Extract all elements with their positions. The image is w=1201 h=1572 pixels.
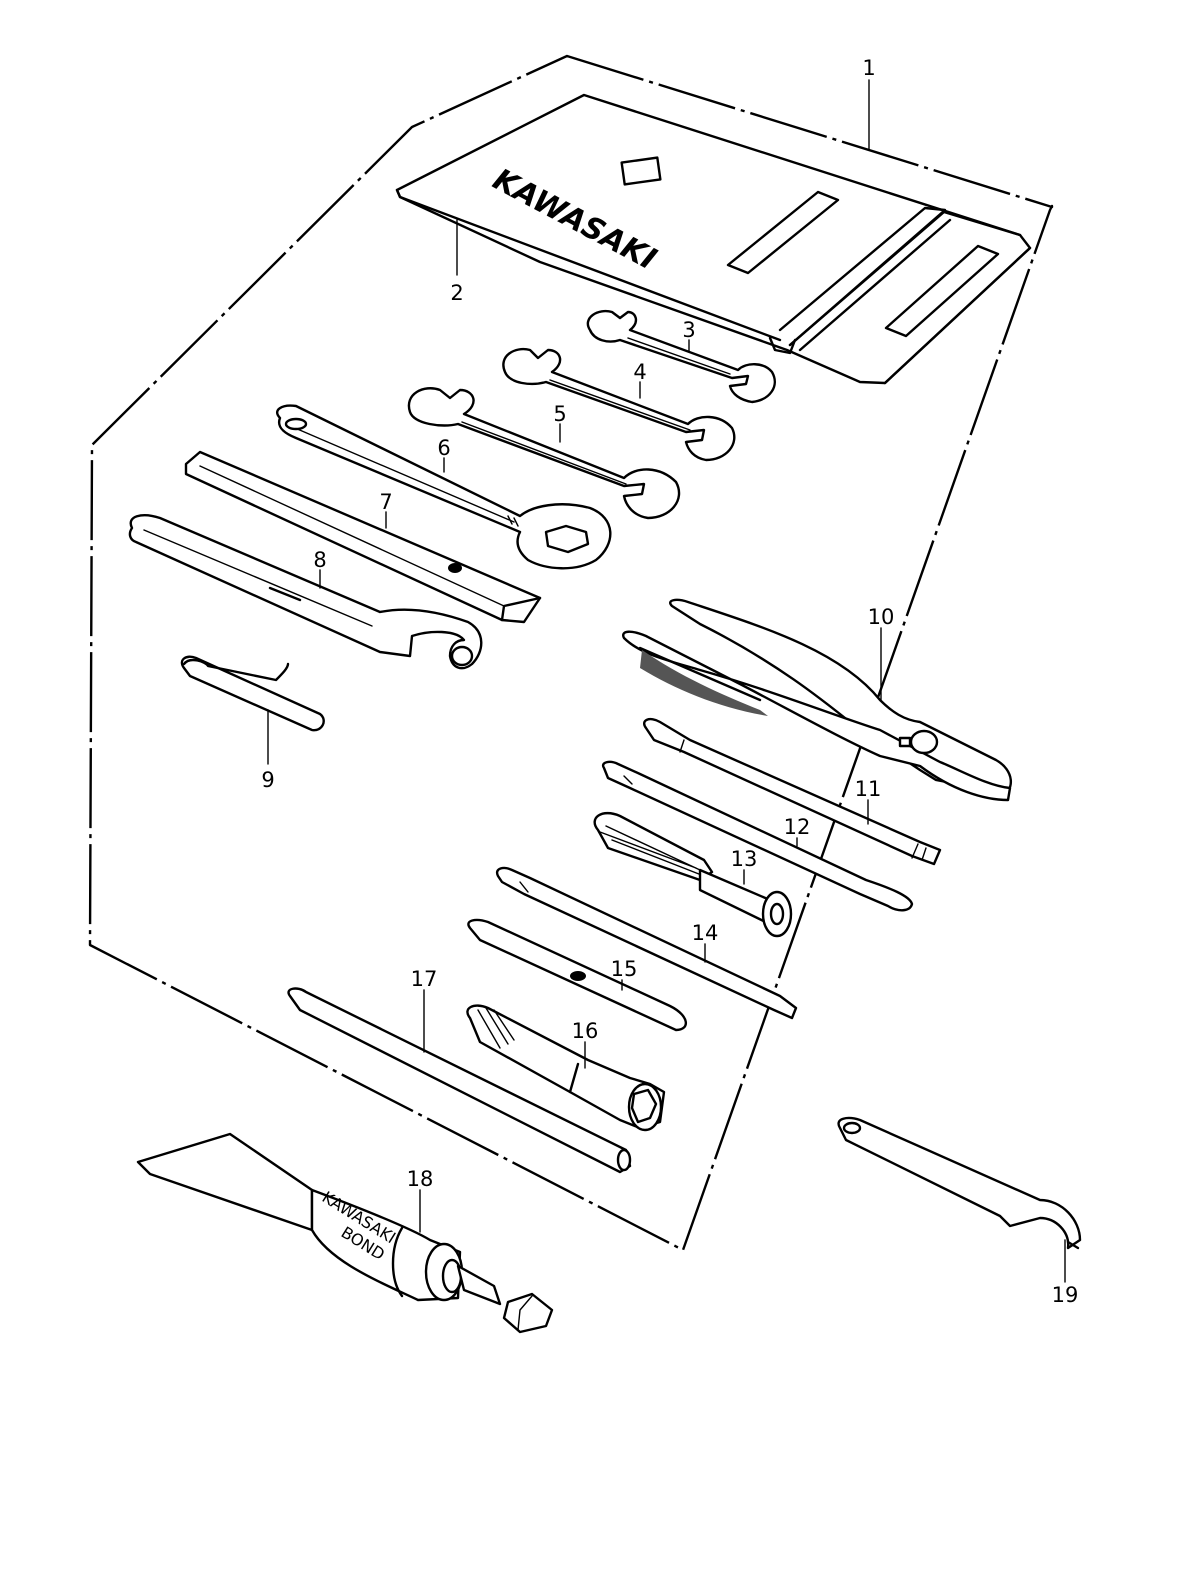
callout-19: 19 — [1052, 1283, 1079, 1307]
flat-bar-lever — [184, 450, 542, 624]
bond-tube: KAWASAKI BOND — [136, 1132, 554, 1334]
rod — [287, 987, 632, 1174]
callout-15: 15 — [611, 957, 638, 981]
box-end-wrench — [275, 404, 612, 570]
leader-lines — [267, 79, 1066, 1283]
callout-18: 18 — [407, 1167, 434, 1191]
screwdriver-shaft-phillips — [643, 717, 942, 866]
callout-8: 8 — [313, 548, 326, 572]
callout-3: 3 — [682, 318, 695, 342]
kit-boundary-outline — [88, 54, 1054, 1252]
flat-key-small — [180, 655, 325, 732]
tool-pouch: KAWASAKI — [395, 93, 1032, 385]
open-end-wrench-large — [407, 387, 681, 520]
callout-16: 16 — [572, 1019, 599, 1043]
callout-5: 5 — [553, 402, 566, 426]
screwdriver-shaft-14 — [495, 866, 798, 1020]
hook-spanner-large — [128, 514, 483, 670]
callout-13: 13 — [731, 847, 758, 871]
callout-17: 17 — [411, 967, 438, 991]
callout-11: 11 — [855, 777, 882, 801]
callout-9: 9 — [261, 768, 274, 792]
pliers — [622, 598, 1012, 802]
screwdriver-handle — [593, 811, 793, 938]
open-end-wrench-small — [586, 309, 776, 404]
callout-10: 10 — [868, 605, 895, 629]
callout-12: 12 — [784, 815, 811, 839]
callout-2: 2 — [450, 281, 463, 305]
open-end-wrench-medium — [502, 347, 736, 462]
callout-1: 1 — [862, 56, 875, 80]
callout-4: 4 — [633, 360, 646, 384]
hook-spanner-small — [837, 1116, 1082, 1250]
screwdriver-shaft-flat — [601, 760, 914, 912]
callout-7: 7 — [379, 490, 392, 514]
flat-spatula-key — [467, 918, 687, 1032]
spark-plug-socket — [466, 1004, 666, 1132]
callout-6: 6 — [437, 436, 450, 460]
callout-14: 14 — [692, 921, 719, 945]
